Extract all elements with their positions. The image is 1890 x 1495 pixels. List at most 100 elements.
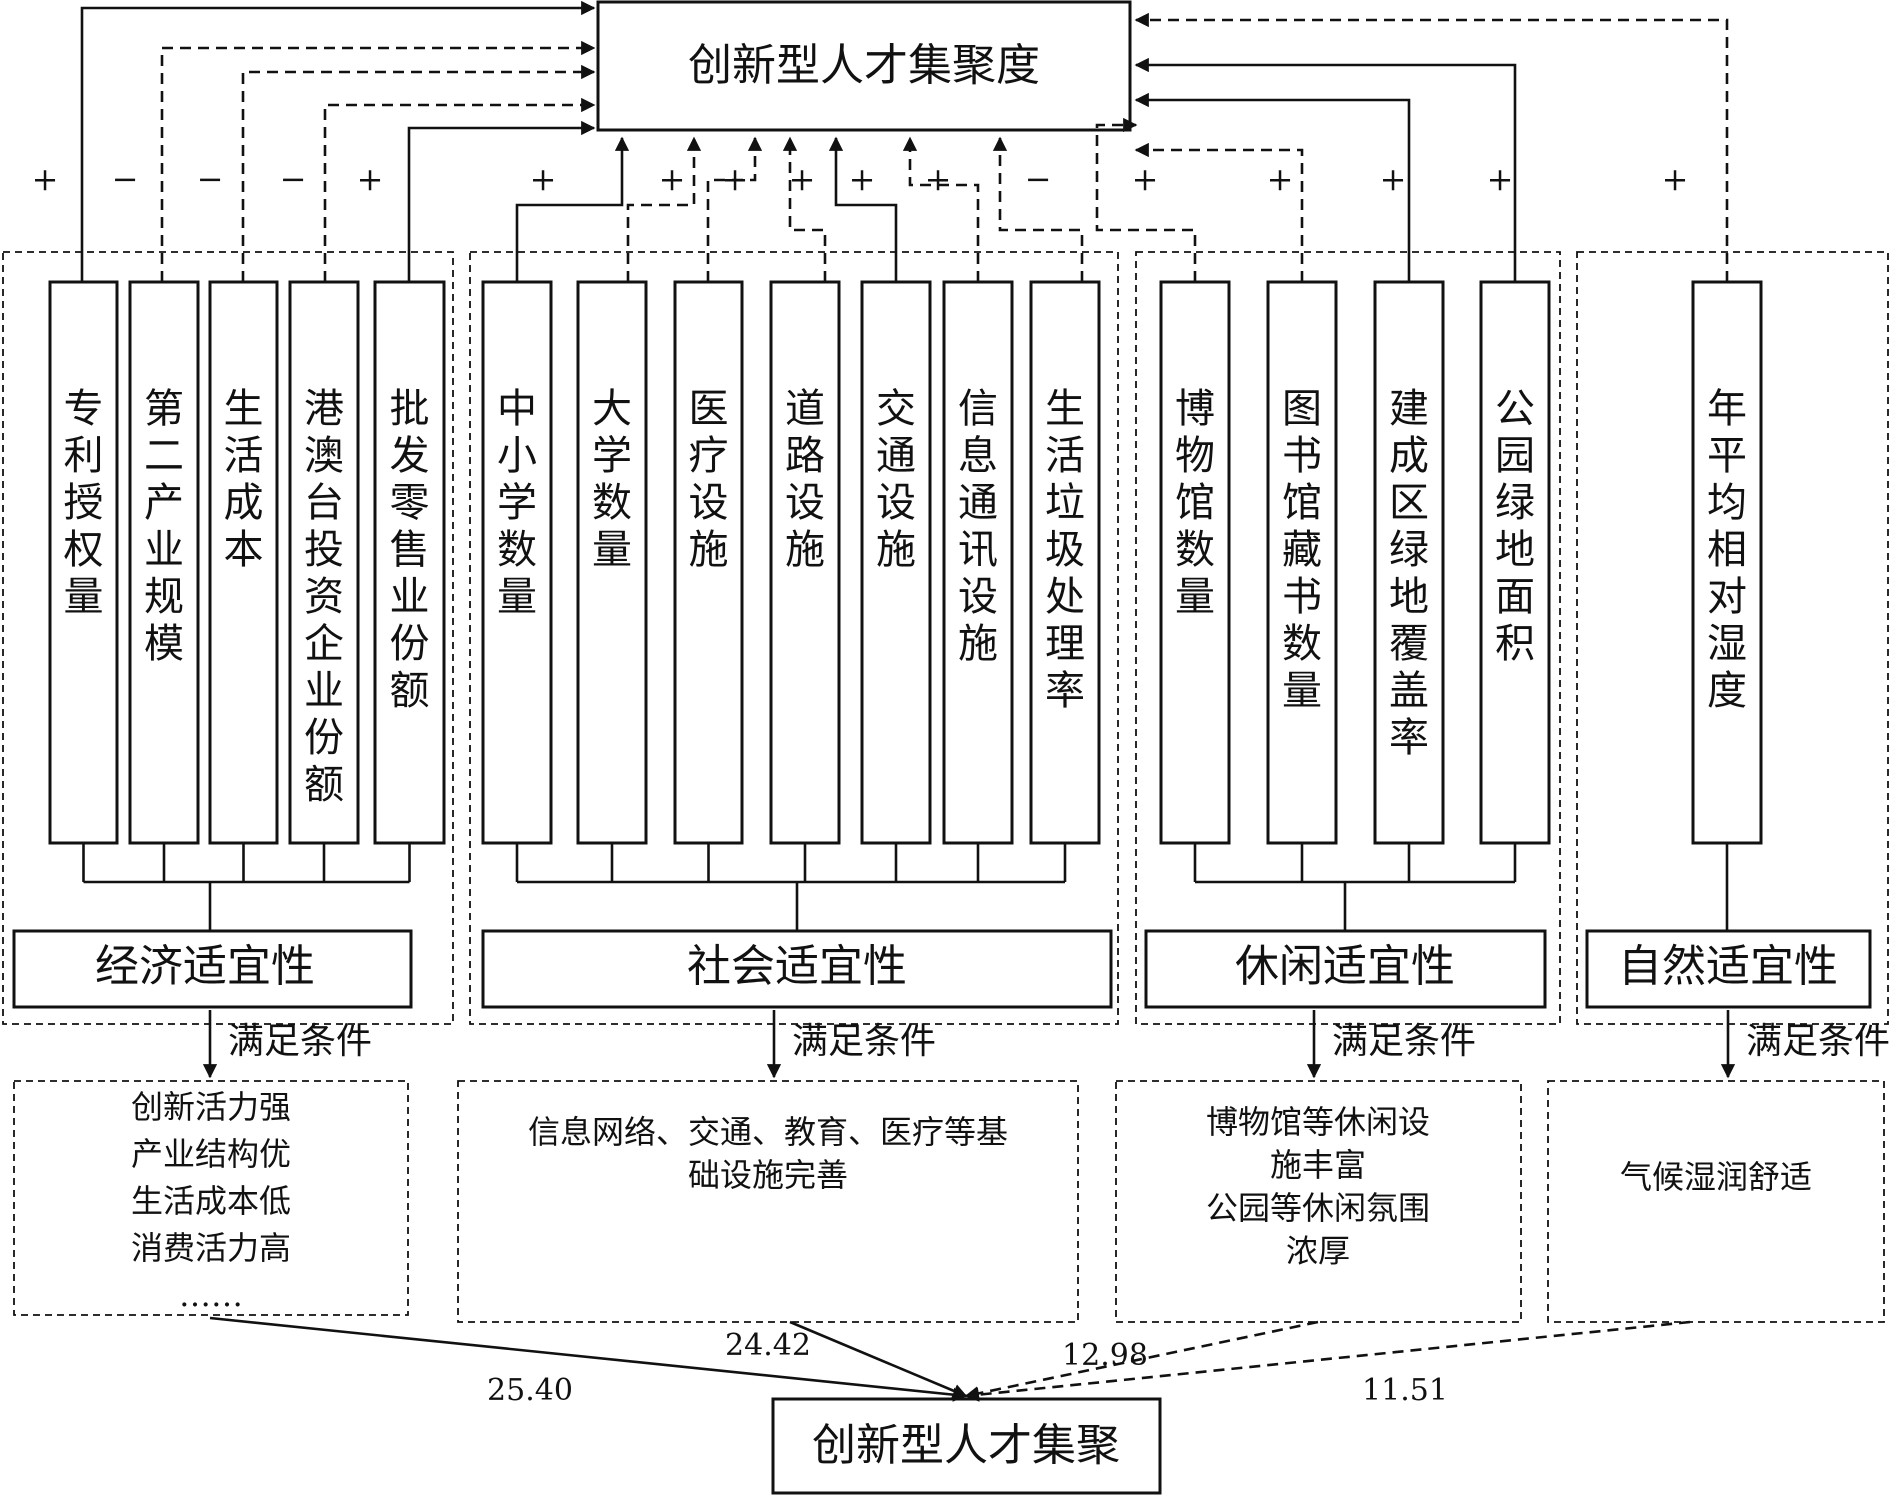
factor-link bbox=[160, 40, 596, 282]
description-line: 产业结构优 bbox=[131, 1135, 291, 1173]
factor-label-char: 资 bbox=[304, 574, 344, 620]
factor-label-char: 设 bbox=[785, 480, 825, 526]
group-frame bbox=[1135, 251, 1561, 1025]
factor-label-char: 博 bbox=[1175, 386, 1215, 432]
factor-label-char: 书 bbox=[1282, 574, 1322, 620]
description-line: 创新活力强 bbox=[131, 1088, 291, 1126]
factor-label-char: 讯 bbox=[958, 527, 998, 573]
factor-label-char: 生 bbox=[1045, 386, 1085, 432]
factor-sign: + bbox=[1380, 160, 1407, 198]
factor-label-char: 地 bbox=[1389, 574, 1429, 620]
description-line: 公园等休闲氛围 bbox=[1206, 1189, 1430, 1227]
factor-label-char: 园 bbox=[1495, 433, 1535, 479]
factor-link bbox=[323, 97, 596, 282]
factor-bar-frame bbox=[1029, 280, 1101, 845]
factor-label-char: 规 bbox=[144, 574, 184, 620]
condition-label: 满足条件 bbox=[792, 1021, 936, 1062]
factor-label-char: 覆 bbox=[1389, 621, 1429, 667]
factor-label-char: 路 bbox=[785, 433, 825, 479]
factor-label-char: 台 bbox=[304, 480, 344, 526]
category-box bbox=[1585, 929, 1872, 1009]
factor-label-char: 量 bbox=[1175, 574, 1215, 620]
description-line: 气候湿润舒适 bbox=[1620, 1158, 1812, 1196]
factor-label-char: 书 bbox=[1282, 433, 1322, 479]
factor-label-char: 公 bbox=[1495, 386, 1535, 432]
weight-label: 11.51 bbox=[1362, 1373, 1448, 1408]
factor-label-char: 度 bbox=[1707, 668, 1747, 714]
factor-label-char: 积 bbox=[1495, 621, 1535, 667]
factor-label-char: 业 bbox=[390, 574, 430, 620]
factor-sign: + bbox=[722, 160, 749, 198]
factor-label-char: 设 bbox=[958, 574, 998, 620]
factor-label-char: 相 bbox=[1707, 527, 1747, 573]
factor-link bbox=[407, 120, 596, 282]
factor-label-char: 区 bbox=[1389, 480, 1429, 526]
factor-label-char: 澳 bbox=[304, 433, 344, 479]
weight-link bbox=[789, 1320, 968, 1398]
factor-label-char: 量 bbox=[592, 527, 632, 573]
factor-label-char: 量 bbox=[497, 574, 537, 620]
factor-sign: − bbox=[112, 160, 139, 198]
factor-group: 中小学数量+大学数量+医疗设施+道路设施+交通设施+信息通讯设施+生活垃圾处理率… bbox=[457, 160, 1119, 1363]
factor-groups: 专利授权量+第二产业规模−生活成本−港澳台投资企业份额−批发零售业份额+经济适宜… bbox=[2, 160, 1890, 1408]
category-box bbox=[1144, 929, 1547, 1009]
factor-label-char: 专 bbox=[64, 386, 104, 432]
weight-label: 12.98 bbox=[1062, 1338, 1148, 1373]
factor-label-char: 企 bbox=[304, 621, 344, 667]
weight-label: 24.42 bbox=[725, 1328, 811, 1363]
factor-label-char: 零 bbox=[390, 480, 430, 526]
factor-sign: − bbox=[280, 160, 307, 198]
category-label: 休闲适宜性 bbox=[1235, 941, 1455, 992]
factor-label-char: 湿 bbox=[1707, 621, 1747, 667]
factor-label-char: 量 bbox=[1282, 668, 1322, 714]
condition-label: 满足条件 bbox=[228, 1021, 372, 1062]
factor-label-char: 活 bbox=[1045, 433, 1085, 479]
top-node-label: 创新型人才集聚度 bbox=[688, 40, 1040, 91]
factor-sign: − bbox=[197, 160, 224, 198]
factor-sign: + bbox=[32, 160, 59, 198]
description-box bbox=[1547, 1080, 1885, 1323]
description-line: 础设施完善 bbox=[688, 1156, 848, 1194]
factor-link bbox=[828, 136, 898, 282]
group-frame bbox=[2, 251, 454, 1025]
factor-sign: + bbox=[659, 160, 686, 198]
factor-label-char: 大 bbox=[592, 386, 632, 432]
factor-link bbox=[1134, 142, 1304, 282]
factor-label-char: 平 bbox=[1707, 433, 1747, 479]
factor-link bbox=[1134, 12, 1729, 282]
factor-label-char: 份 bbox=[390, 621, 430, 667]
weight-label: 25.40 bbox=[487, 1373, 573, 1408]
factor-group: 博物馆数量+图书馆藏书数量+建成区绿地覆盖率+公园绿地面积+休闲适宜性满足条件博… bbox=[1062, 160, 1561, 1373]
factor-label-char: 第 bbox=[144, 386, 184, 432]
factor-label-char: 投 bbox=[304, 527, 344, 573]
factor-sign: + bbox=[1487, 160, 1514, 198]
factor-label-char: 藏 bbox=[1282, 527, 1322, 573]
factor-label-char: 疗 bbox=[689, 433, 729, 479]
weight-link bbox=[209, 1316, 968, 1402]
group-frame bbox=[1576, 251, 1889, 1025]
description-box bbox=[13, 1080, 409, 1316]
factor-label-char: 售 bbox=[390, 527, 430, 573]
factor-link bbox=[782, 136, 827, 282]
factor-label-char: 图 bbox=[1282, 386, 1322, 432]
factor-label-char: 圾 bbox=[1045, 527, 1085, 573]
factor-bar-frame bbox=[208, 280, 279, 845]
factor-label-char: 发 bbox=[390, 433, 430, 479]
description-line: 施丰富 bbox=[1270, 1146, 1366, 1184]
description-line: 生活成本低 bbox=[131, 1182, 291, 1220]
weight-link bbox=[964, 1320, 1319, 1401]
condition-label: 满足条件 bbox=[1332, 1021, 1476, 1062]
factor-sign: + bbox=[789, 160, 816, 198]
factor-label-char: 理 bbox=[1045, 621, 1085, 667]
condition-label: 满足条件 bbox=[1746, 1021, 1890, 1062]
factor-label-char: 地 bbox=[1495, 527, 1535, 573]
factor-label-char: 本 bbox=[224, 527, 264, 573]
factor-label-char: 额 bbox=[390, 668, 430, 714]
